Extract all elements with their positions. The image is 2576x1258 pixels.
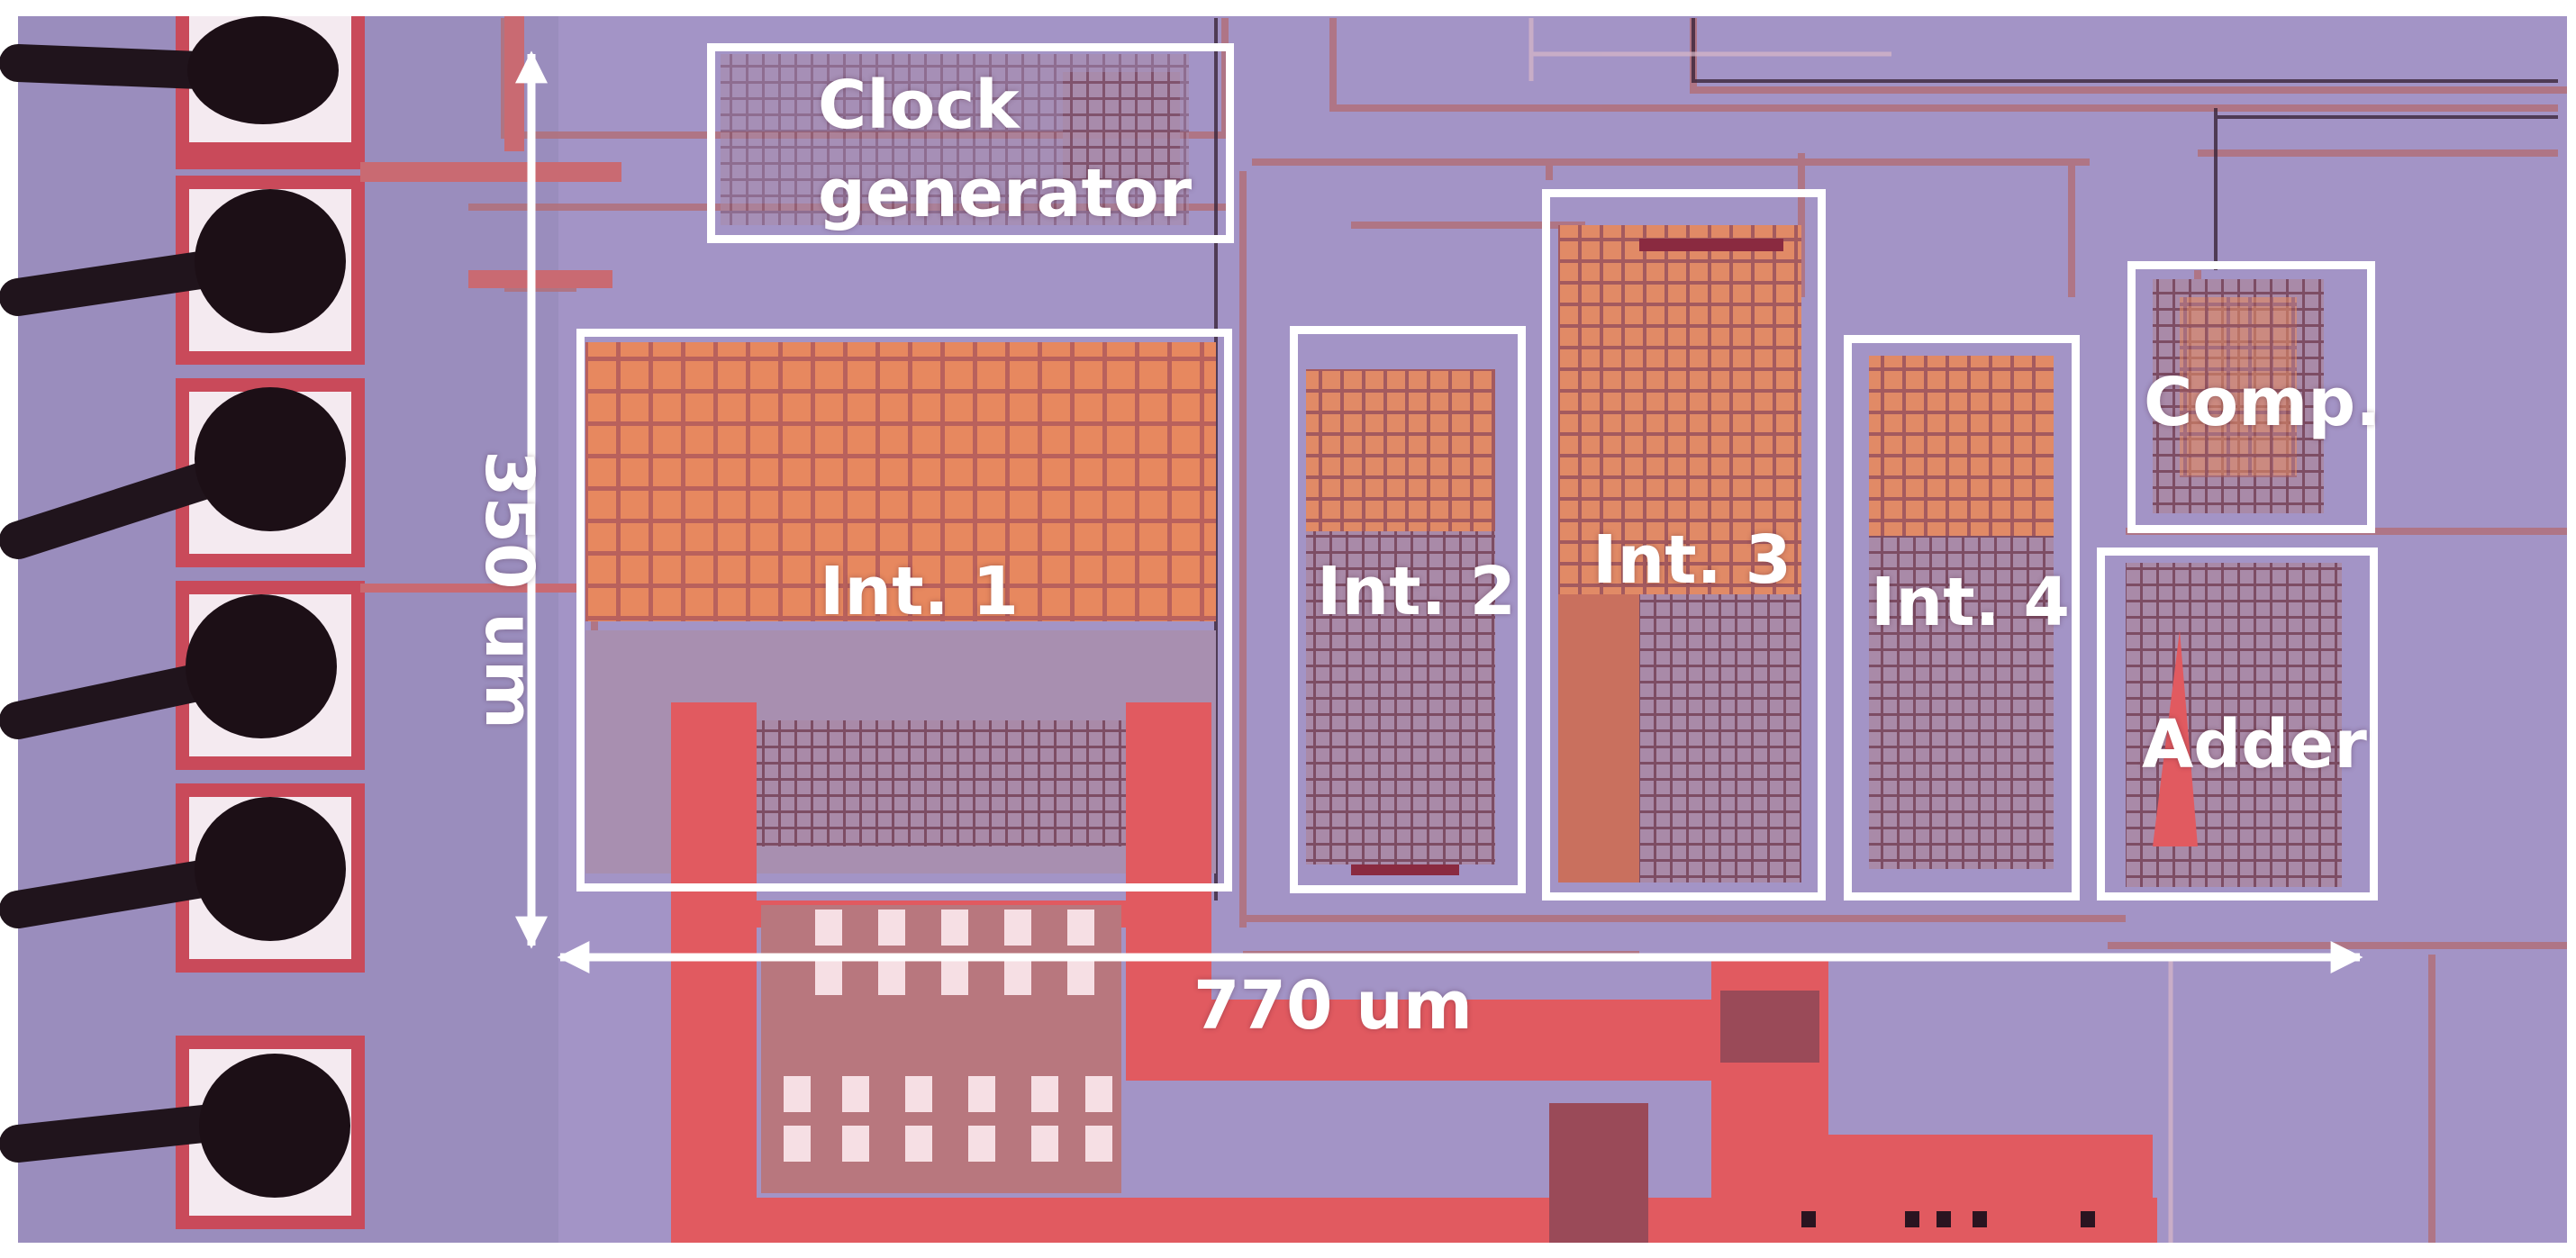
int4-label: Int. 4 [1871, 564, 2070, 641]
int2-box [1290, 326, 1526, 893]
adder-label: Adder [2142, 706, 2367, 783]
adder-box [2097, 548, 2378, 901]
clock-label-line1: Clock [818, 67, 1020, 144]
int1-box [576, 329, 1232, 891]
clock-generator-box [707, 43, 1234, 243]
int4-box [1844, 335, 2080, 901]
int2-label: Int. 2 [1317, 553, 1516, 630]
comp-label: Comp. [2144, 364, 2381, 441]
int1-label: Int. 1 [820, 553, 1019, 630]
height-dimension-label: 350 um [470, 449, 549, 730]
int3-box [1542, 189, 1826, 901]
int3-label: Int. 3 [1592, 521, 1791, 599]
clock-generator-label: Clock generator [818, 61, 1192, 238]
width-dimension-label: 770 um [1193, 967, 1474, 1045]
comp-box [2127, 261, 2375, 533]
clock-label-line2: generator [818, 155, 1193, 232]
